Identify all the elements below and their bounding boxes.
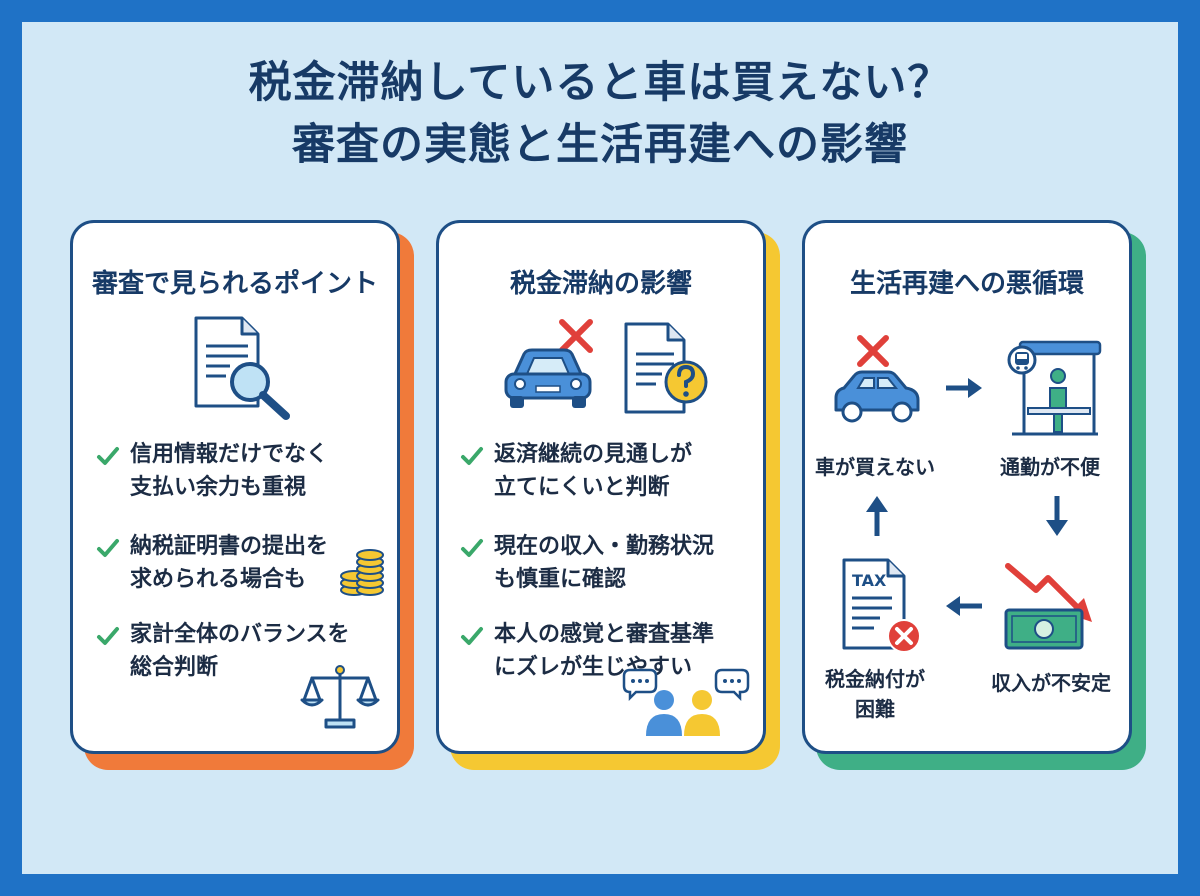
scales-icon xyxy=(300,665,380,729)
card-vicious-cycle: 生活再建への悪循環 xyxy=(802,220,1132,754)
card-1-item-3-line-2: 総合判断 xyxy=(130,655,219,680)
card-1-item-3-line-1: 家計全体のバランスを xyxy=(130,622,350,647)
page-title: 税金滞納していると車は買えない？ 審査の実態と生活再建への影響 xyxy=(0,52,1200,176)
cycle-label-tax: 税金納付が 困難 xyxy=(800,664,950,724)
document-magnifier-icon xyxy=(194,316,290,420)
arrow-up-icon xyxy=(866,496,888,536)
arrow-right-icon xyxy=(946,378,982,398)
card-1-item-2: 納税証明書の提出を 求められる場合も xyxy=(130,530,328,596)
card-1-item-1: 信用情報だけでなく 支払い余力も重視 xyxy=(130,438,328,504)
cycle-label-commute: 通勤が不便 xyxy=(1000,455,1100,479)
document-question-icon xyxy=(624,322,708,414)
check-icon xyxy=(461,447,483,465)
page-title-line-2: 審査の実態と生活再建への影響 xyxy=(292,120,908,170)
check-icon xyxy=(461,539,483,557)
cycle-label-tax-line-2: 困難 xyxy=(855,697,895,721)
card-1-title: 審査で見られるポイント xyxy=(91,269,378,299)
bus-stop-icon xyxy=(1007,340,1102,436)
card-2-item-2-line-1: 現在の収入・勤務状況 xyxy=(494,534,715,559)
cycle-label-income: 収入が不安定 xyxy=(991,671,1111,695)
tax-document-icon: TAX xyxy=(842,558,921,653)
coins-icon xyxy=(340,549,384,596)
card-2-item-1: 返済継続の見通しが 立てにくいと判断 xyxy=(494,438,692,504)
card-1-item-2-line-1: 納税証明書の提出を xyxy=(130,534,329,559)
card-2-item-2-line-2: も慎重に確認 xyxy=(494,567,627,592)
cycle-label-car: 車が買えない xyxy=(815,455,935,479)
check-icon xyxy=(461,627,483,645)
card-tax-delinquency-impact: 税金滞納の影響 xyxy=(436,220,766,754)
card-2-item-2: 現在の収入・勤務状況 も慎重に確認 xyxy=(494,530,714,596)
card-2-title: 税金滞納の影響 xyxy=(509,269,692,299)
falling-money-icon xyxy=(1004,563,1092,650)
card-2-item-3: 本人の感覚と審査基準 にズレが生じやすい xyxy=(494,618,714,684)
page-title-line-1: 税金滞納していると車は買えない？ xyxy=(248,58,952,108)
people-chat-icon xyxy=(622,668,750,736)
arrow-left-icon xyxy=(946,596,982,616)
card-2-item-1-line-1: 返済継続の見通しが xyxy=(494,442,693,467)
arrow-down-icon xyxy=(1046,496,1068,536)
card-1-item-1-line-1: 信用情報だけでなく xyxy=(130,442,329,467)
check-icon xyxy=(97,539,119,557)
card-2-item-3-line-2: にズレが生じやすい xyxy=(494,655,693,680)
card-1-item-2-line-2: 求められる場合も xyxy=(130,567,307,592)
card-1-item-3: 家計全体のバランスを 総合判断 xyxy=(130,618,350,684)
car-cross-icon xyxy=(504,319,593,408)
card-2-item-3-line-1: 本人の感覚と審査基準 xyxy=(494,622,715,647)
card-1-item-1-line-2: 支払い余力も重視 xyxy=(130,475,307,500)
check-icon xyxy=(97,447,119,465)
card-review-points: 審査で見られるポイント xyxy=(70,220,400,754)
car-cross-icon xyxy=(834,335,920,423)
tax-document-text: TAX xyxy=(852,571,887,590)
card-3-title: 生活再建への悪循環 xyxy=(849,269,1084,299)
cycle-label-tax-line-1: 税金納付が xyxy=(825,667,925,691)
check-icon xyxy=(97,627,119,645)
card-2-item-1-line-2: 立てにくいと判断 xyxy=(494,475,670,500)
